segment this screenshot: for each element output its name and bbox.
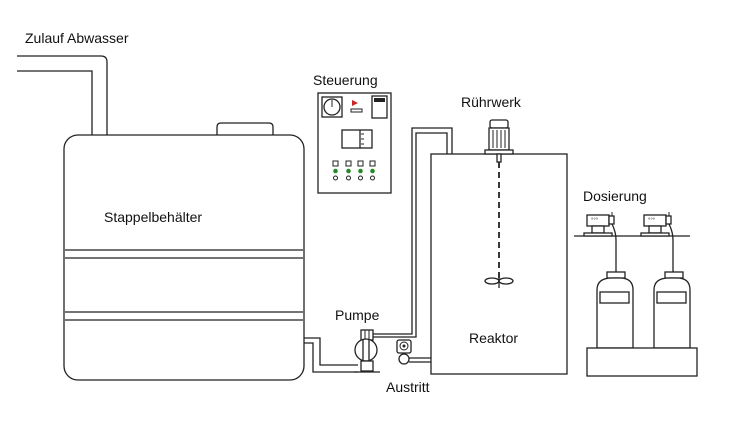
dosing-pump-2: °°° — [640, 212, 674, 272]
pipe-tank-to-pump — [304, 337, 358, 373]
dosing-station: °°° °°° — [574, 212, 698, 377]
label-inlet: Zulauf Abwasser — [25, 30, 129, 46]
indicator-column-3 — [357, 160, 364, 181]
chemical-canister-1 — [596, 271, 634, 349]
label-reactor: Reaktor — [469, 330, 518, 346]
chemical-canister-2 — [653, 271, 691, 349]
outlet-valve — [396, 339, 431, 365]
pump — [354, 329, 380, 373]
canister-pallet — [586, 347, 698, 377]
label-agitator: Rührwerk — [461, 94, 522, 110]
label-outlet: Austritt — [386, 379, 430, 395]
agitator — [484, 119, 514, 288]
svg-text:°°°: °°° — [591, 218, 599, 224]
label-pump: Pumpe — [335, 307, 380, 323]
storage-tank — [63, 122, 305, 381]
indicator-column-4 — [369, 160, 376, 181]
indicator-column-1 — [332, 160, 339, 181]
label-storage-tank: Stappelbehälter — [104, 209, 202, 225]
inlet-pipe — [17, 55, 108, 135]
svg-text:°°°: °°° — [648, 218, 656, 224]
pipe-pump-to-reactor — [373, 127, 453, 338]
dosing-pump-1: °°° — [583, 212, 617, 272]
red-indicator-icon — [352, 100, 358, 106]
label-control: Steuerung — [313, 72, 378, 88]
label-dosing: Dosierung — [583, 188, 647, 204]
indicator-column-2 — [345, 160, 352, 181]
control-panel — [317, 92, 392, 194]
